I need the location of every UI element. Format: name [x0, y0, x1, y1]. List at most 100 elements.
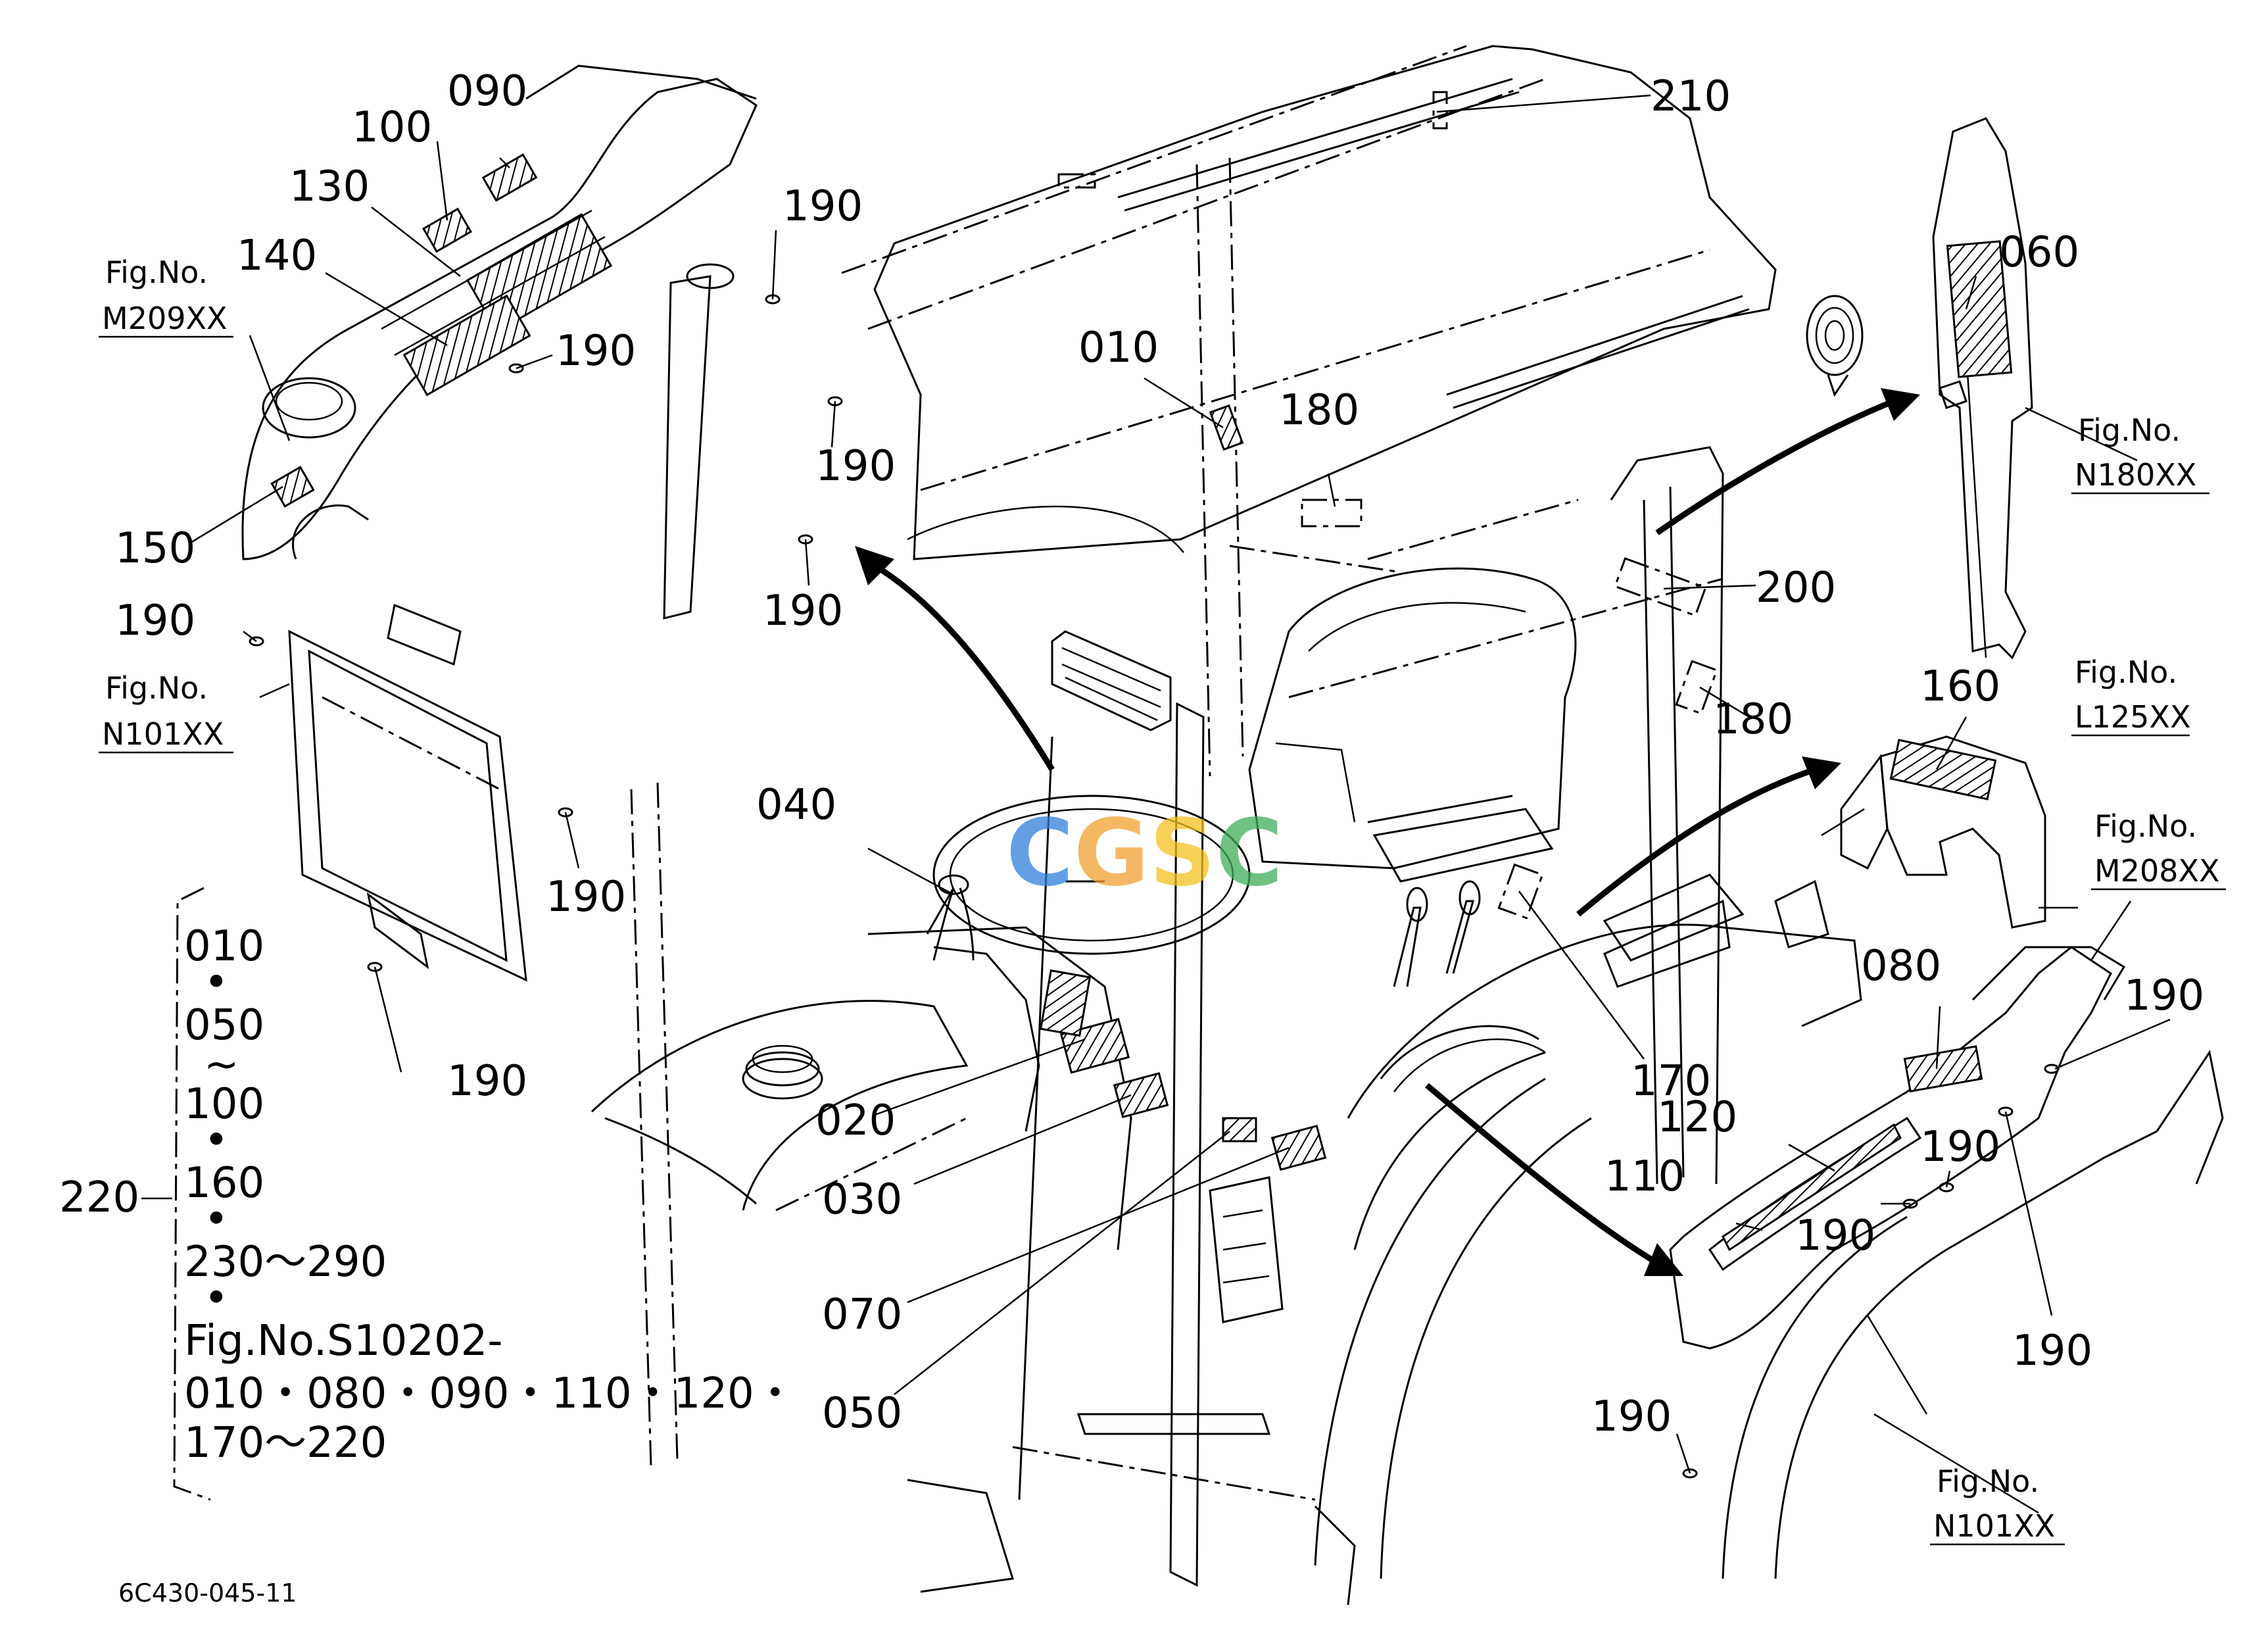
watermark-text: CGSC	[1006, 800, 1283, 907]
label-170	[1497, 863, 1544, 920]
callout-190-b: 190	[556, 327, 636, 376]
label-080	[1903, 1045, 1983, 1093]
callout-050: 050	[822, 1389, 902, 1438]
right-pillar-trim	[1932, 117, 2033, 660]
callout-120: 120	[1657, 1093, 1737, 1142]
label-110	[1722, 1123, 1902, 1252]
label-050	[1222, 1117, 1257, 1143]
label-060	[1946, 240, 2013, 378]
levers	[1380, 880, 1546, 1093]
figref-n101a-line1: Fig.No.	[105, 670, 208, 706]
figref-m209-line2: M209XX	[102, 301, 228, 336]
set-list: 220 010 • 050 ~ 100 • 160 • 230～290 • Fi…	[59, 887, 796, 1501]
label-070	[1270, 1124, 1327, 1171]
set-line-3: 050	[184, 1001, 264, 1050]
label-100	[422, 207, 473, 253]
right-fender-panel	[1669, 946, 2224, 1579]
figref-m208-line2: M208XX	[2094, 853, 2220, 889]
watermark: CGSC	[1006, 800, 1283, 907]
callout-080: 080	[1861, 942, 1941, 991]
label-010	[1209, 404, 1244, 451]
steering-wheel	[926, 795, 1251, 955]
callout-110: 110	[1604, 1152, 1685, 1201]
callout-040: 040	[756, 781, 836, 829]
leader-lines	[190, 94, 2171, 1514]
callout-150: 150	[115, 524, 195, 573]
hood	[591, 1000, 969, 1212]
left-side-panel	[288, 603, 527, 982]
callout-180-a: 180	[1279, 386, 1359, 435]
rivets	[249, 294, 2060, 1479]
callout-100: 100	[352, 103, 432, 152]
callout-200: 200	[1756, 564, 1836, 612]
beacon-light	[1806, 295, 1864, 397]
cab-roof	[841, 45, 1777, 560]
callout-190-i: 190	[1920, 1123, 2000, 1171]
callout-190-g: 190	[447, 1057, 527, 1106]
label-180-roof	[1301, 499, 1363, 528]
right-fender	[1314, 873, 1862, 1579]
callout-190-f: 190	[546, 873, 626, 922]
callout-160: 160	[1920, 662, 2000, 711]
curved-arrows	[855, 388, 1920, 1276]
set-line-6: •	[204, 1116, 229, 1165]
callout-130: 130	[289, 162, 370, 211]
label-150	[270, 466, 315, 508]
set-line-10: •	[204, 1274, 229, 1323]
bracket-l125	[1840, 735, 2046, 929]
set-line-11: Fig.No.S10202-	[184, 1317, 502, 1365]
callout-090: 090	[447, 67, 527, 116]
label-180-pillar	[1675, 660, 1718, 715]
set-line-2: •	[204, 958, 229, 1007]
figref-l125-line2: L125XX	[2075, 699, 2190, 735]
figref-n101a-line2: N101XX	[102, 716, 224, 752]
callout-labels: 210 090 100 130 140 190 190 190 190 190 …	[115, 67, 2204, 1441]
callout-140: 140	[237, 232, 317, 280]
callout-190-l: 190	[1591, 1392, 1672, 1441]
label-160	[1889, 739, 1997, 800]
callout-020: 020	[815, 1096, 896, 1145]
label-090	[481, 153, 538, 202]
set-line-1: 010	[184, 922, 264, 971]
cab-frame	[630, 157, 1724, 1587]
label-200	[1614, 557, 1707, 617]
callout-190-e: 190	[115, 597, 195, 645]
callout-030: 030	[822, 1175, 902, 1224]
callout-190-j: 190	[1795, 1212, 1875, 1260]
callout-220: 220	[59, 1173, 139, 1222]
set-line-4: ~	[204, 1041, 239, 1089]
drawing-number: 6C430-045-11	[118, 1579, 297, 1608]
label-030	[1113, 1071, 1169, 1119]
set-line-13: 170～220	[184, 1419, 387, 1467]
set-line-12: 010・080・090・110・120・	[184, 1369, 796, 1418]
roof-label-210	[1432, 91, 1448, 130]
upper-left-panel	[241, 64, 758, 560]
callout-060: 060	[1999, 228, 2079, 277]
callout-010: 010	[1078, 324, 1159, 372]
set-line-8: •	[204, 1195, 229, 1244]
set-line-9: 230～290	[184, 1238, 387, 1287]
work-light	[1051, 630, 1172, 731]
callout-190-h: 190	[2124, 971, 2204, 1020]
lower-frame	[907, 1176, 1356, 1606]
label-040	[1039, 969, 1092, 1037]
callout-210: 210	[1651, 72, 1731, 121]
roof-label-frame	[1057, 173, 1096, 189]
dashboard	[867, 874, 1169, 1250]
set-line-7: 160	[184, 1159, 264, 1208]
figref-m208-line1: Fig.No.	[2094, 808, 2197, 844]
fuel-cap	[742, 1045, 823, 1100]
callout-170: 170	[1631, 1057, 1711, 1106]
figref-l125-line1: Fig.No.	[2075, 654, 2177, 690]
callout-190-d: 190	[763, 587, 843, 635]
figref-m209-line1: Fig.No.	[105, 255, 208, 290]
figure-references: Fig.No. M209XX Fig.No. N101XX Fig.No. N1…	[102, 255, 2220, 1544]
ref-underlines	[99, 335, 2226, 1546]
callout-190-k: 190	[2012, 1327, 2092, 1375]
figref-n180-line1: Fig.No.	[2078, 412, 2181, 448]
callout-190-c: 190	[815, 442, 896, 491]
label-140	[402, 294, 531, 397]
figref-n180-line2: N180XX	[2075, 457, 2196, 493]
callout-180-b: 180	[1713, 695, 1793, 744]
